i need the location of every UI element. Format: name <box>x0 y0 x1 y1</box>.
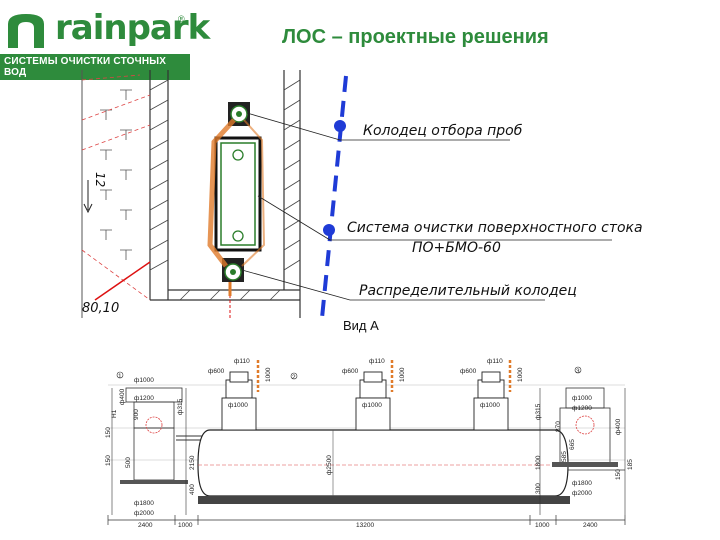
label-1000-a: 1000 <box>265 367 272 382</box>
brand-tagline: СИСТЕМЫ ОЧИСТКИ СТОЧНЫХ ВОД <box>0 54 190 80</box>
pos-marker-3: 3 <box>576 368 580 375</box>
label-2150: 2150 <box>189 455 196 470</box>
label-185: 185 <box>627 459 634 470</box>
label-1000-b: 1000 <box>399 367 406 382</box>
label-1000-c: 1000 <box>517 367 524 382</box>
section-view: 2400 1000 13200 1000 2400 ф110 ф110 ф110… <box>105 358 634 529</box>
dim-bottom-3: 13200 <box>356 522 374 529</box>
label-150: 150 <box>105 427 112 438</box>
view-a-label: Вид А <box>343 318 379 333</box>
callout-distribution-well: Распределительный колодец <box>359 283 577 299</box>
dim-bottom-2: 1000 <box>178 522 193 529</box>
label-500: 500 <box>125 457 132 468</box>
plan-view: 12 80,10 Колодец отбора проб Система очи… <box>81 70 643 319</box>
callout-sampling-well: Колодец отбора проб <box>363 123 523 139</box>
label-400: 400 <box>189 484 196 495</box>
pos-marker-1: 1 <box>118 373 122 380</box>
rainpark-logo-icon <box>8 14 44 48</box>
page-title: ЛОС – проектные решения <box>282 26 549 48</box>
label-pipe-315-left: ф315 <box>177 398 184 415</box>
dim-bottom-1: 2400 <box>138 522 153 529</box>
label-pipe-in-right: ф400 <box>615 418 622 435</box>
label-300: 300 <box>535 483 542 494</box>
label-left-ring-a: ф1000 <box>134 377 154 384</box>
label-neck-a: ф600 <box>208 368 225 375</box>
engineering-drawing: 12 80,10 Колодец отбора проб Система очи… <box>81 70 643 529</box>
label-870: 870 <box>555 421 562 432</box>
label-h1: Н1 <box>111 409 118 418</box>
brand-reg-mark: ® <box>178 14 185 24</box>
label-right-base-a: ф1800 <box>572 480 592 487</box>
dim-bottom-5: 2400 <box>583 522 598 529</box>
label-1800: 1800 <box>535 455 542 470</box>
label-585: 585 <box>561 451 568 462</box>
label-riser-b: ф1000 <box>362 402 382 409</box>
label-pipe-in-left: ф400 <box>119 388 126 405</box>
pos-marker-2: 2 <box>292 374 296 381</box>
label-riser-a: ф1000 <box>228 402 248 409</box>
brand-logo: rainpark ® СИСТЕМЫ ОЧИСТКИ СТОЧНЫХ ВОД <box>0 0 210 80</box>
label-150-b: 150 <box>105 455 112 466</box>
slope-mark: 12 <box>93 172 107 187</box>
label-pipe-315-right: ф315 <box>535 403 542 420</box>
label-left-base-b: ф2000 <box>134 510 154 517</box>
label-900: 900 <box>133 409 140 420</box>
label-pipe-110-b: ф110 <box>369 358 385 365</box>
dim-bottom-4: 1000 <box>535 522 550 529</box>
label-150-right: 150 <box>615 469 622 480</box>
label-665: 665 <box>569 439 576 450</box>
label-right-ring-b: ф1200 <box>572 405 592 412</box>
label-riser-c: ф1000 <box>480 402 500 409</box>
callout-model: ПО+БМО-60 <box>412 240 501 256</box>
label-right-ring-a: ф1000 <box>572 395 592 402</box>
label-pipe-110-c: ф110 <box>487 358 503 365</box>
label-tank-diameter: ф2500 <box>326 455 333 475</box>
label-right-base-b: ф2000 <box>572 490 592 497</box>
label-neck-b: ф600 <box>342 368 359 375</box>
elevation-mark: 80,10 <box>82 301 119 316</box>
brand-name: rainpark <box>55 8 210 48</box>
label-neck-c: ф600 <box>460 368 477 375</box>
callout-treatment-system: Система очистки поверхностного стока <box>347 220 643 236</box>
label-pipe-110-a: ф110 <box>234 358 250 365</box>
label-left-base-a: ф1800 <box>134 500 154 507</box>
label-left-ring-b: ф1200 <box>134 395 154 402</box>
